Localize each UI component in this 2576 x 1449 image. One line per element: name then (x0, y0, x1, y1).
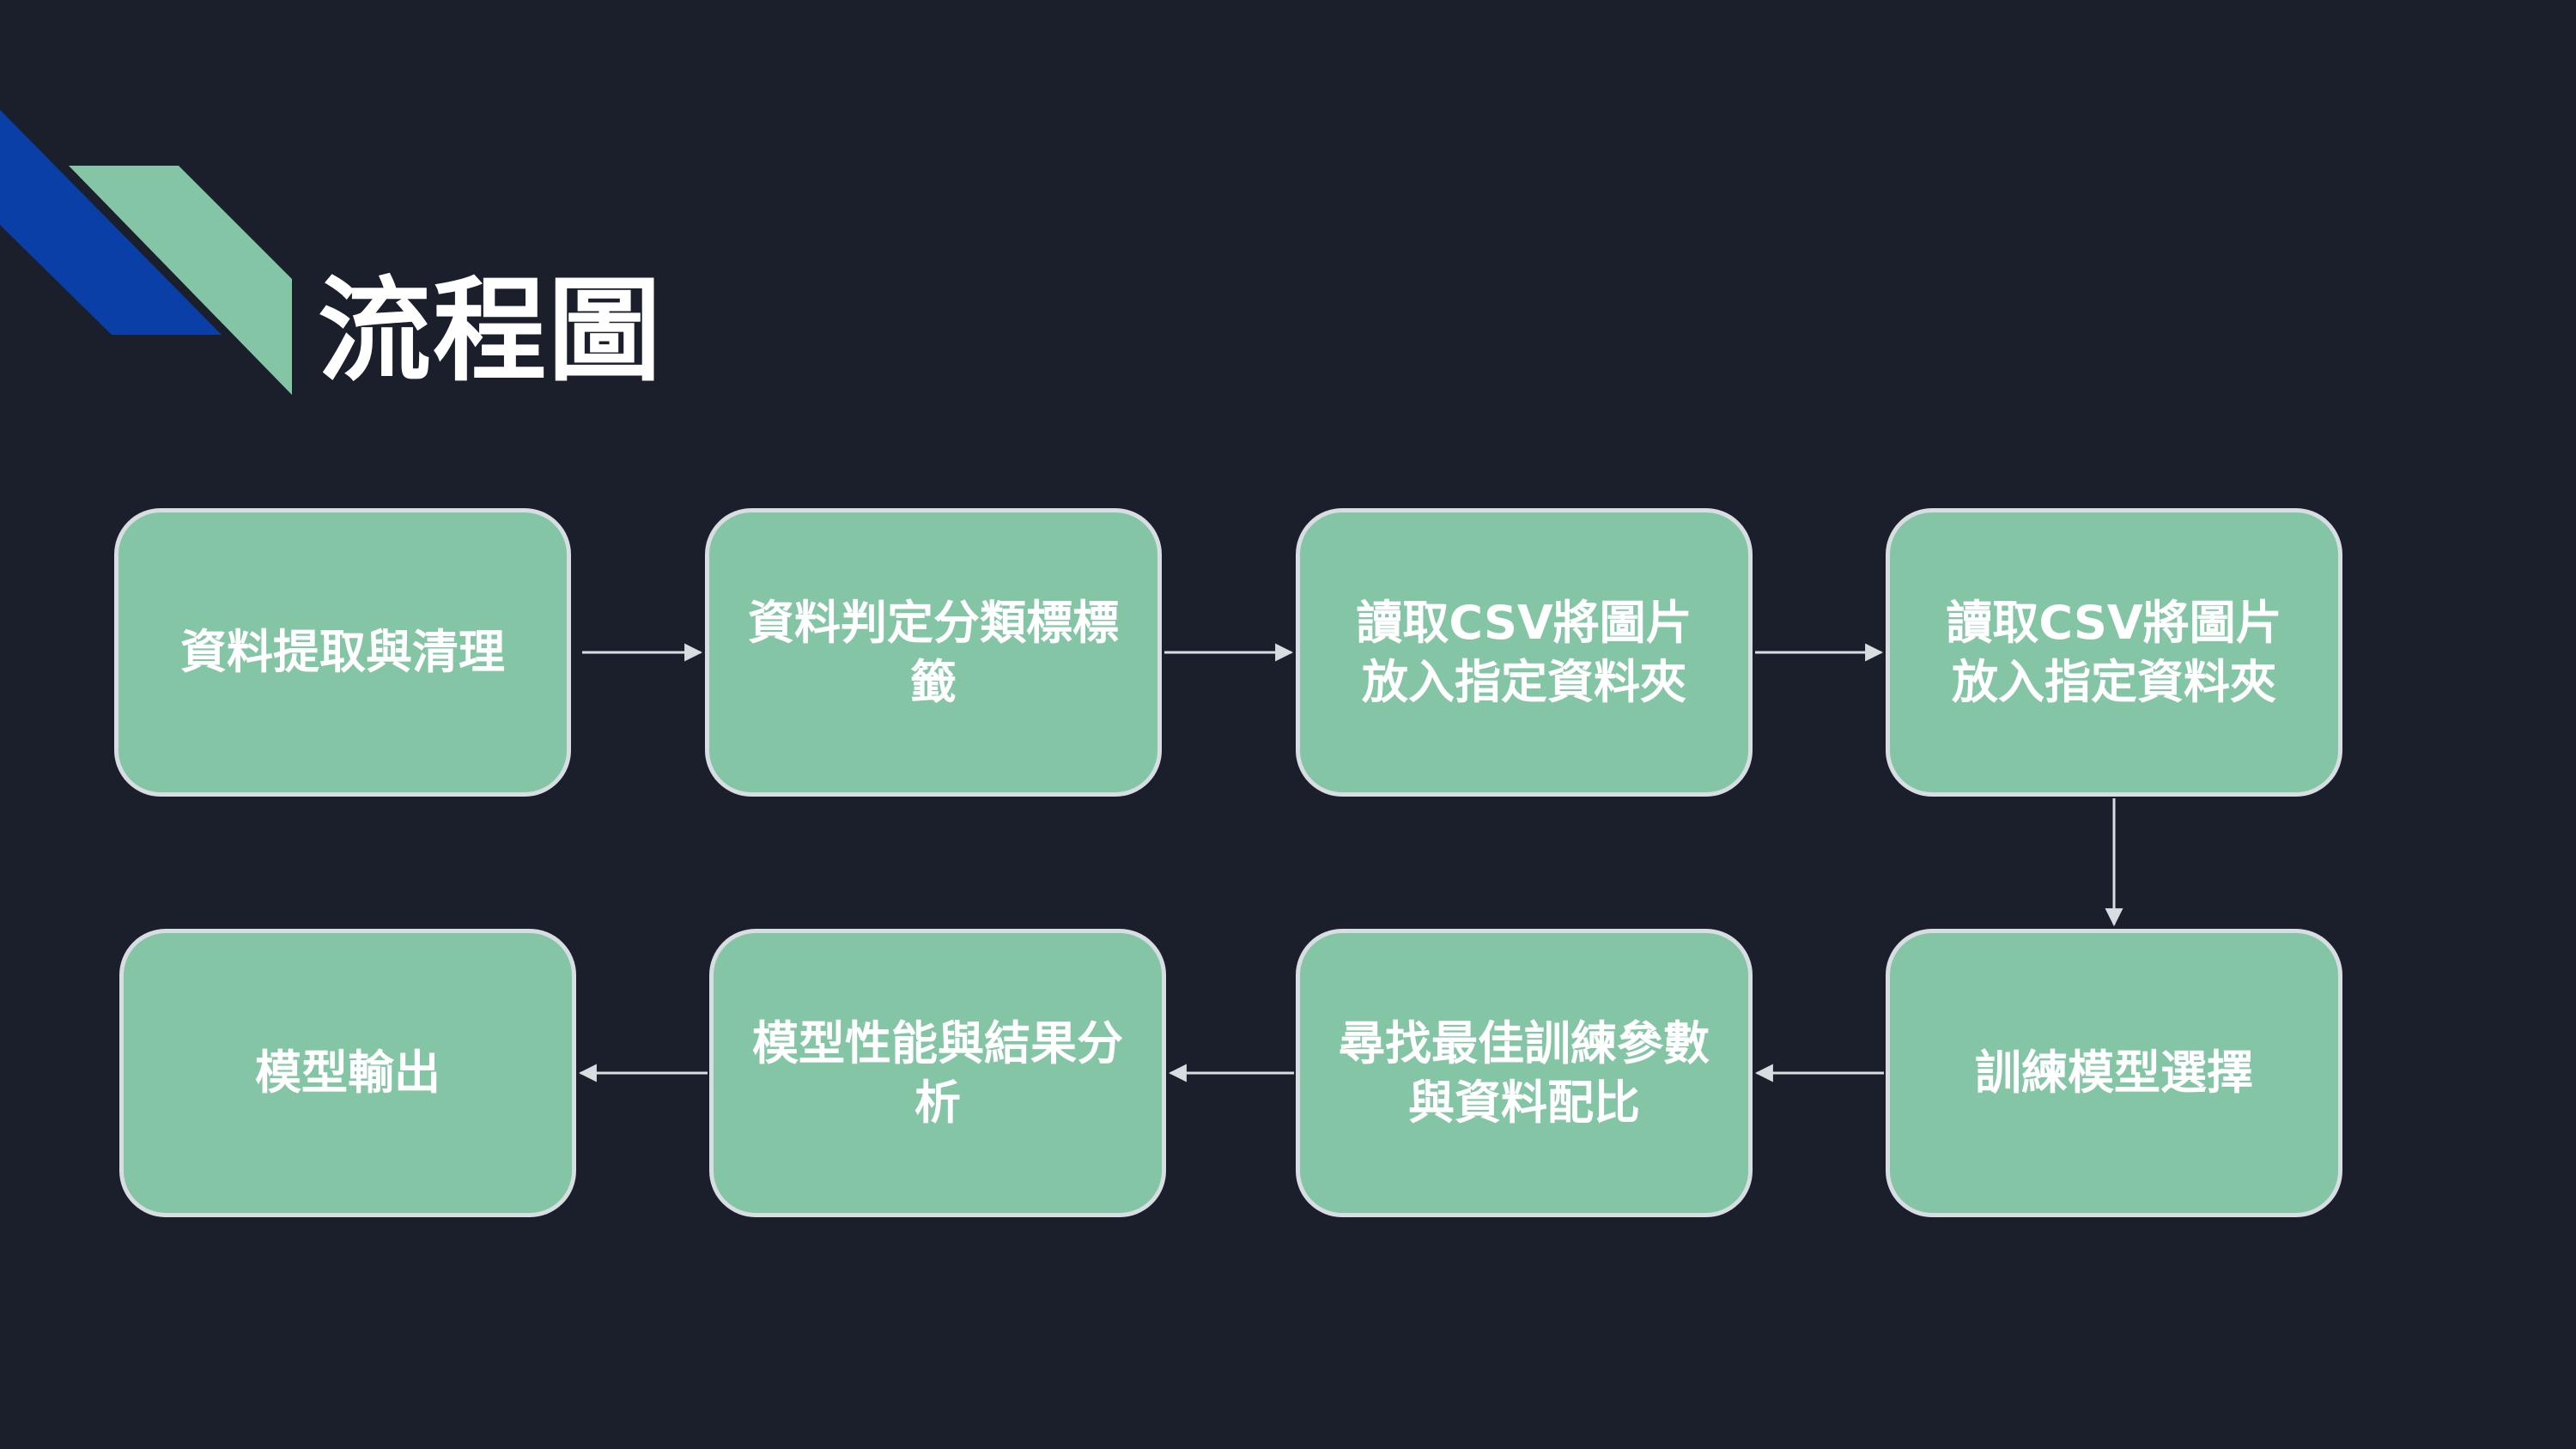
green-stripe (69, 166, 292, 395)
flow-step-1: 資料提取與清理 (114, 508, 571, 797)
flow-step-4-label: 讀取CSV將圖片放入指定資料夾 (1946, 595, 2282, 709)
flow-step-3-label: 讀取CSV將圖片放入指定資料夾 (1356, 595, 1692, 709)
flow-step-1-label: 資料提取與清理 (180, 625, 505, 680)
flow-step-5: 訓練模型選擇 (1886, 929, 2342, 1217)
flow-step-2-label: 資料判定分類標標籤 (748, 595, 1119, 709)
flow-step-6: 尋找最佳訓練參數與資料配比 (1296, 929, 1753, 1217)
flow-step-6-label: 尋找最佳訓練參數與資料配比 (1339, 1016, 1710, 1130)
corner-decoration (0, 110, 292, 395)
page-title: 流程圖 (318, 265, 663, 397)
flow-step-7-label: 模型性能與結果分析 (752, 1016, 1123, 1130)
flow-step-5-label: 訓練模型選擇 (1975, 1046, 2253, 1100)
blue-stripe (0, 110, 222, 335)
flow-step-3: 讀取CSV將圖片放入指定資料夾 (1296, 508, 1753, 797)
flow-step-2: 資料判定分類標標籤 (705, 508, 1162, 797)
flow-step-7: 模型性能與結果分析 (709, 929, 1166, 1217)
flow-step-8-label: 模型輸出 (255, 1046, 440, 1100)
flow-step-8: 模型輸出 (119, 929, 576, 1217)
flow-step-4: 讀取CSV將圖片放入指定資料夾 (1886, 508, 2342, 797)
